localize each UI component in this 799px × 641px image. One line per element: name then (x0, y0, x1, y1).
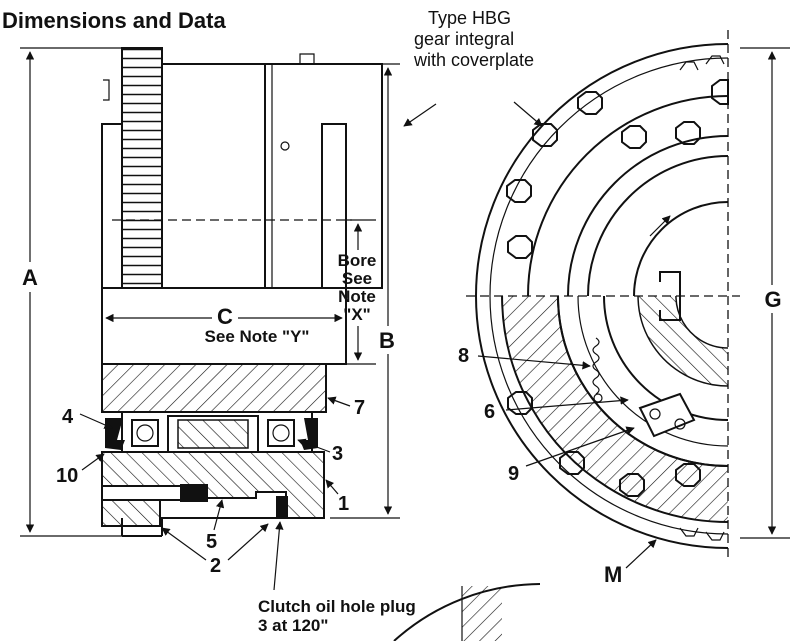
bore-note-line-3: Note (338, 287, 376, 306)
part-2-label: 2 (210, 555, 221, 577)
gear-teeth (121, 47, 163, 289)
oil-plug-line-1: Clutch oil hole plug (258, 597, 416, 616)
bolt (101, 485, 183, 501)
part-1-label: 1 (338, 493, 349, 515)
gear-note-line-1: Type HBG (428, 8, 511, 28)
bore-note-line-2: See (342, 269, 372, 288)
bore-dimension: Bore See Note "X" (338, 219, 377, 365)
sprag-detail (638, 392, 696, 438)
bore-note-line-4: "X" (343, 305, 370, 324)
side-section-view (101, 47, 383, 537)
front-view (466, 30, 740, 560)
diagram-title: Dimensions and Data (2, 8, 226, 33)
front-part-callouts: 8 6 9 (458, 345, 635, 485)
gear-note-leader-1 (403, 103, 437, 127)
part-9-label: 9 (508, 463, 519, 485)
dimension-c: C See Note "Y" (105, 302, 343, 346)
bolt-holes (506, 79, 729, 497)
dim-b-label: B (379, 328, 395, 353)
spring (592, 337, 600, 395)
outer-race-section (101, 363, 327, 413)
dimension-g: G (740, 47, 790, 539)
part-5-label: 5 (206, 531, 217, 553)
dim-c-label: C (217, 304, 233, 329)
inner-race-section (101, 451, 325, 527)
part-7-label: 7 (354, 397, 365, 419)
gear-note-line-3: with coverplate (413, 50, 534, 70)
part-3-label: 3 (332, 443, 343, 465)
side-part-callouts: 4 10 7 3 1 5 2 (56, 396, 365, 591)
bore-note-line-1: Bore (338, 251, 377, 270)
part-8-label: 8 (458, 345, 469, 367)
dim-m-label: M (604, 562, 622, 587)
part-4-label: 4 (62, 406, 74, 428)
dimension-b: B (330, 63, 404, 519)
part-10-label: 10 (56, 465, 78, 487)
gear-note-leader-2 (513, 101, 543, 127)
dim-c-note: See Note "Y" (205, 327, 310, 346)
oil-plug-line-2: 3 at 120" (258, 616, 328, 635)
partial-lower-view (393, 583, 541, 641)
dim-g-label: G (764, 287, 781, 312)
rotation-arrow (649, 215, 671, 237)
dim-a-label: A (22, 265, 38, 290)
dimension-a: A (18, 47, 122, 537)
gear-note-line-2: gear integral (414, 29, 514, 49)
dim-m-leader (625, 539, 657, 569)
part-6-label: 6 (484, 401, 495, 423)
outer-rim (475, 43, 728, 549)
